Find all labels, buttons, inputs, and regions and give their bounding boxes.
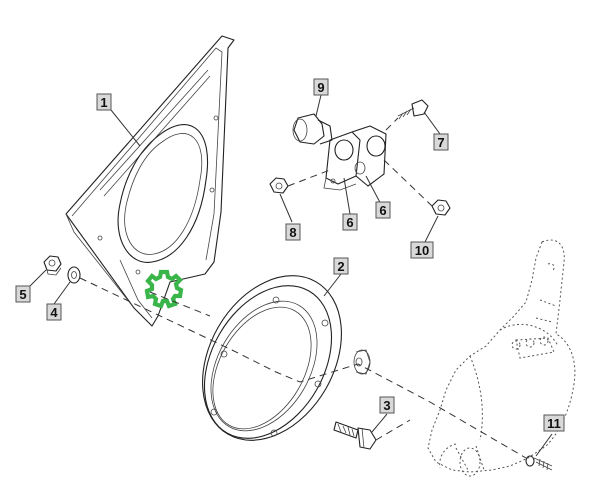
callout-5[interactable]: 5 <box>15 285 31 303</box>
clamp-assembly <box>269 99 451 216</box>
callout-10[interactable]: 10 <box>410 241 434 259</box>
part-5-nut <box>43 255 62 276</box>
svg-text:4: 4 <box>50 305 58 320</box>
svg-text:7: 7 <box>437 135 444 150</box>
svg-text:11: 11 <box>547 416 561 431</box>
part-4-washer <box>67 266 81 284</box>
svg-text:2: 2 <box>337 259 344 274</box>
svg-text:10: 10 <box>415 243 429 258</box>
svg-text:8: 8 <box>289 225 296 240</box>
callout-1[interactable]: 1 <box>96 93 112 111</box>
assembly-axes <box>79 277 527 459</box>
svg-text:1: 1 <box>100 95 107 110</box>
part-11-bolt <box>525 455 553 471</box>
callout-11[interactable]: 11 <box>543 414 565 432</box>
svg-text:6: 6 <box>346 215 353 230</box>
gear-icon[interactable] <box>144 269 184 309</box>
callout-6-left[interactable]: 6 <box>342 213 358 231</box>
callout-4[interactable]: 4 <box>46 303 62 321</box>
svg-text:3: 3 <box>383 398 390 413</box>
callout-8[interactable]: 8 <box>285 223 301 241</box>
gearbox-housing-outline <box>427 239 576 477</box>
callout-6-right[interactable]: 6 <box>375 201 391 219</box>
part-2-flange-ring <box>202 275 342 441</box>
spacer-bushing <box>353 349 371 375</box>
callout-9[interactable]: 9 <box>313 78 329 96</box>
svg-text:5: 5 <box>19 287 26 302</box>
part-3-bolt <box>333 421 377 450</box>
part-1-bracket <box>65 35 235 327</box>
svg-text:9: 9 <box>317 80 324 95</box>
svg-text:6: 6 <box>379 203 386 218</box>
callout-2[interactable]: 2 <box>333 257 349 275</box>
callout-7[interactable]: 7 <box>433 133 449 151</box>
callout-3[interactable]: 3 <box>379 396 395 414</box>
